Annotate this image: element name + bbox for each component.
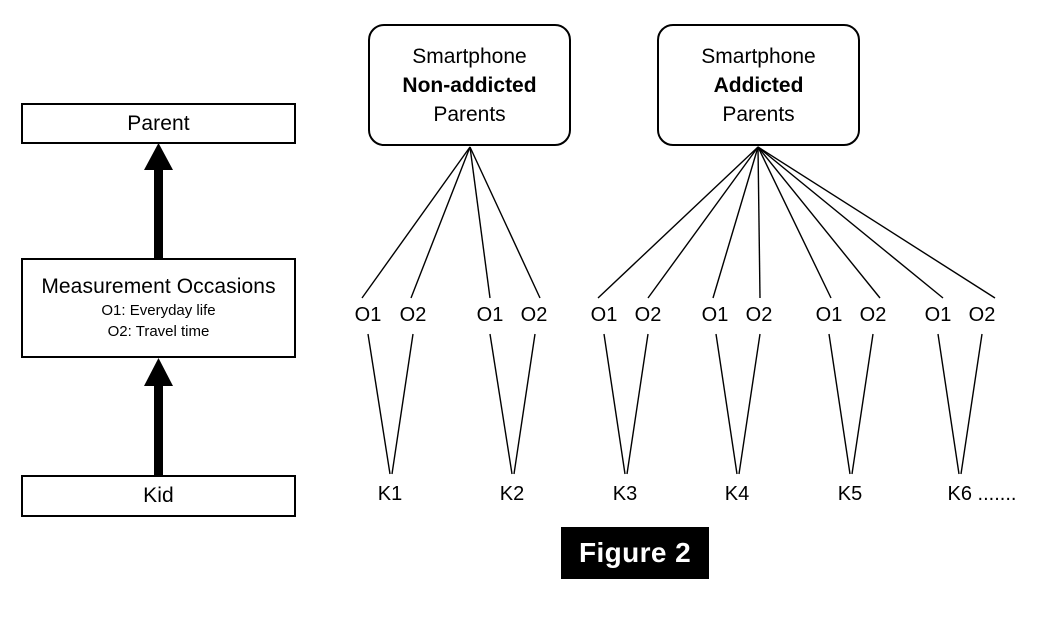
occasion-label-addicted-1: O2	[634, 304, 662, 326]
figure-caption: Figure 2	[561, 527, 709, 579]
occasion-label-nonaddicted-0: O1	[354, 304, 382, 326]
occasion-label-addicted-3: O2	[745, 304, 773, 326]
box-measurement-title: Measurement Occasions	[41, 275, 276, 298]
occasion-label-addicted-6: O1	[924, 304, 952, 326]
group-addicted-line3: Parents	[722, 102, 795, 126]
kid-label-3: K3	[612, 483, 638, 505]
group-nonaddicted-line1: Smartphone	[412, 44, 527, 68]
box-kid-title: Kid	[143, 484, 174, 507]
occasion-label-addicted-2: O1	[701, 304, 729, 326]
arrow-kid-to-measurement	[144, 358, 173, 476]
kid-label-1: K1	[377, 483, 403, 505]
occasion-label-addicted-5: O2	[859, 304, 887, 326]
addicted-fan	[597, 146, 996, 299]
box-measurement-line-o2: O2: Travel time	[107, 323, 210, 340]
occasion-label-addicted-0: O1	[590, 304, 618, 326]
occasion-to-kid-links	[367, 333, 983, 475]
group-box-non-addicted-parents[interactable]: Smartphone Non-addicted Parents	[368, 24, 571, 146]
occasion-label-addicted-4: O1	[815, 304, 843, 326]
group-nonaddicted-line2: Non-addicted	[402, 73, 537, 97]
box-kid[interactable]: Kid	[21, 475, 296, 517]
group-box-addicted-parents[interactable]: Smartphone Addicted Parents	[657, 24, 860, 146]
occasion-label-nonaddicted-3: O2	[520, 304, 548, 326]
kid-label-2: K2	[499, 483, 525, 505]
kid-label-5: K5	[837, 483, 863, 505]
box-parent-title: Parent	[127, 111, 190, 135]
kid-label-4: K4	[724, 483, 750, 505]
box-parent[interactable]: Parent	[21, 103, 296, 144]
arrow-measurement-to-parent	[144, 143, 173, 260]
kid-label-6: K6 .......	[947, 483, 1017, 505]
group-addicted-line1: Smartphone	[701, 44, 816, 68]
group-nonaddicted-line3: Parents	[433, 102, 506, 126]
occasion-label-addicted-7: O2	[968, 304, 996, 326]
nonaddicted-fan	[361, 146, 541, 299]
occasion-label-nonaddicted-1: O2	[399, 304, 427, 326]
occasion-label-nonaddicted-2: O1	[476, 304, 504, 326]
box-measurement-line-o1: O1: Everyday life	[101, 302, 216, 319]
group-addicted-line2: Addicted	[713, 73, 804, 97]
box-measurement-occasions[interactable]: Measurement Occasions O1: Everyday life …	[21, 258, 296, 358]
